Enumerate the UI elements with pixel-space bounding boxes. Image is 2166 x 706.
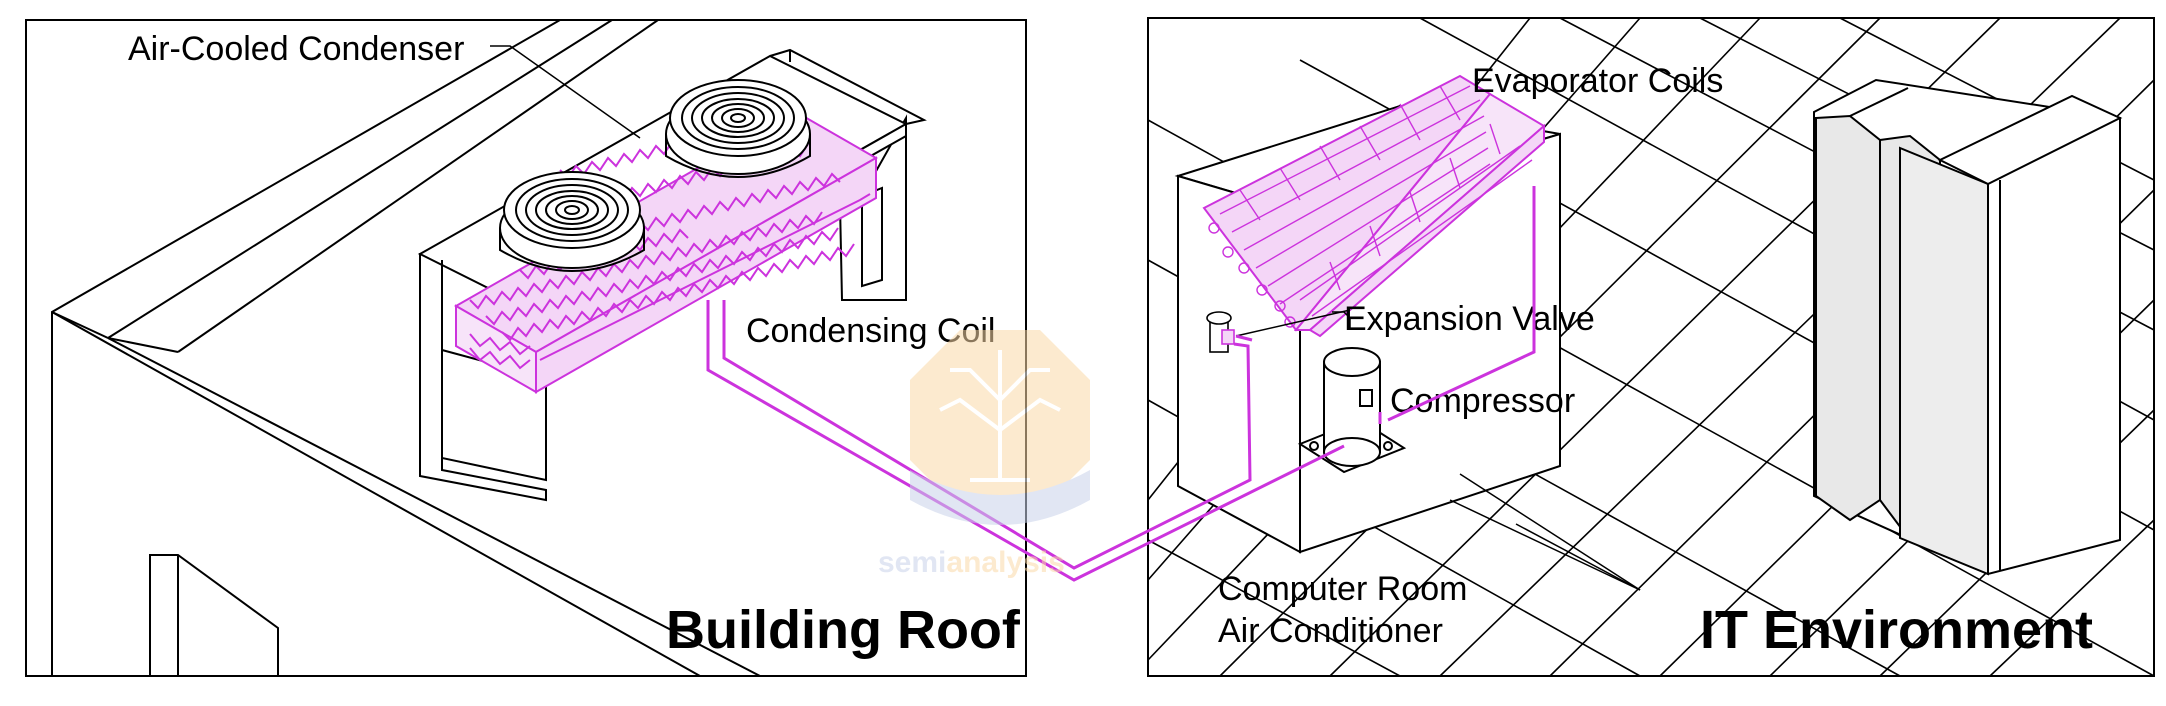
expansion-valve	[1206, 311, 1235, 353]
building-roof-title: Building Roof	[666, 600, 1021, 660]
condenser-fan-right	[665, 79, 811, 178]
compressor	[1297, 347, 1407, 474]
compressor-label: Compressor	[1390, 382, 1575, 420]
server-racks	[1813, 78, 2123, 576]
it-callout-leaders	[1235, 309, 1641, 591]
evaporator-coils	[1202, 74, 1546, 338]
roof-outline	[51, 19, 761, 677]
refrigerant-piping	[706, 186, 1536, 582]
roof-panel: Air-Cooled Condenser Condensing Coil Bui…	[25, 19, 1027, 677]
watermark-text: semianalysis	[878, 546, 1065, 579]
air-cooled-condenser-label: Air-Cooled Condenser	[128, 30, 464, 68]
it-environment-title: IT Environment	[1700, 600, 2093, 660]
crac-label-line2: Air Conditioner	[1218, 612, 1443, 650]
semianalysis-watermark: semianalysis	[878, 330, 1090, 579]
expansion-valve-label: Expansion Valve	[1344, 300, 1595, 338]
condenser-fan-left	[499, 171, 645, 272]
condenser-leader-line	[490, 45, 641, 139]
it-environment-panel: Evaporator Coils Expansion Valve Compres…	[1147, 17, 2155, 677]
evaporator-coils-label: Evaporator Coils	[1472, 62, 1723, 100]
crac-label-line1: Computer Room	[1218, 570, 1467, 608]
